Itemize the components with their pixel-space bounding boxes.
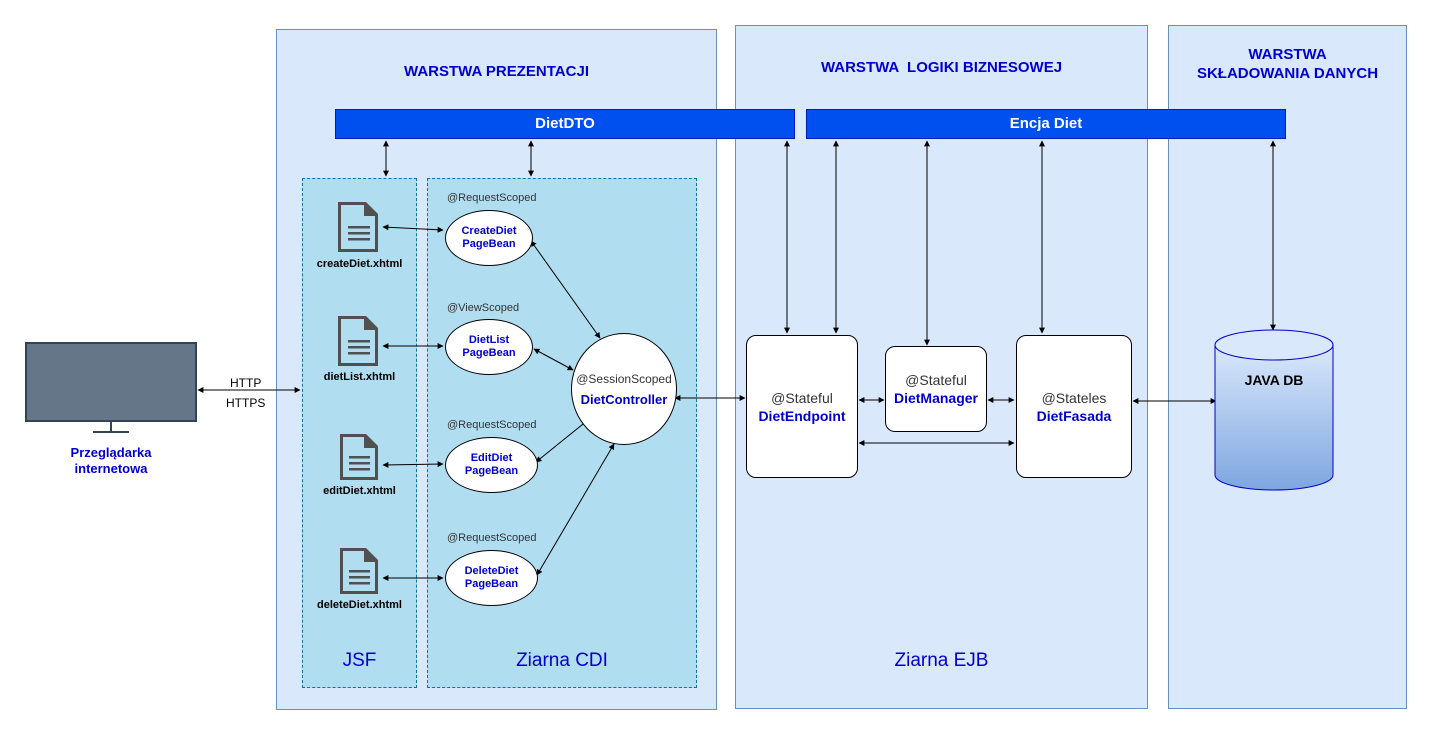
database-cylinder xyxy=(1214,329,1334,491)
diet-fasada: @Stateles DietFasada xyxy=(1016,335,1132,478)
bean-scope-label: @ViewScoped xyxy=(447,302,520,314)
bean-name-line2: PageBean xyxy=(464,578,519,590)
ejb-scope: @Stateful xyxy=(771,389,833,406)
diet-controller: @SessionScoped DietController xyxy=(571,333,677,445)
browser-label-line2: internetowa xyxy=(74,461,148,476)
jsf-label: JSF xyxy=(342,650,377,671)
bean-name-line2: PageBean xyxy=(462,347,516,359)
jsf-page-label: deleteDiet.xhtml xyxy=(317,599,402,611)
ejb-label: Ziarna EJB xyxy=(894,650,989,671)
cdi-label: Ziarna CDI xyxy=(516,650,608,671)
bean-name-line1: DietList xyxy=(468,334,510,346)
diet-manager: @Stateful DietManager xyxy=(885,346,987,432)
document-icon xyxy=(338,316,378,366)
controller-scope: @SessionScoped xyxy=(576,371,672,386)
diet-endpoint: @Stateful DietEndpoint xyxy=(746,335,858,478)
browser-label-line1: Przeglądarka xyxy=(70,445,152,460)
ejb-name: DietFasada xyxy=(1036,407,1112,424)
storage-layer-title-line2: SKŁADOWANIA DANYCH xyxy=(1196,65,1379,82)
bean-name-line1: CreateDiet xyxy=(461,225,517,237)
jsf-page-label: dietList.xhtml xyxy=(323,371,396,383)
bean-scope-label: @RequestScoped xyxy=(447,419,537,431)
business-layer-title: WARSTWA LOGIKI BIZNESOWEJ xyxy=(820,59,1063,76)
storage-layer-title-line1: WARSTWA xyxy=(1248,46,1327,63)
diet-dto-bar: DietDTO xyxy=(335,109,795,139)
http-label: HTTP xyxy=(230,376,262,390)
jsf-page-label: createDiet.xhtml xyxy=(316,258,403,270)
bean-name-line2: PageBean xyxy=(462,238,516,250)
diet-list-page-bean: DietList PageBean xyxy=(445,319,533,375)
bean-scope-label: @RequestScoped xyxy=(447,532,537,544)
document-icon xyxy=(340,548,378,594)
ejb-scope: @Stateful xyxy=(905,372,967,388)
presentation-layer-title: WARSTWA PREZENTACJI xyxy=(403,63,589,80)
ejb-name: DietEndpoint xyxy=(758,407,846,424)
jsf-page-label: editDiet.xhtml xyxy=(323,485,396,497)
document-icon xyxy=(340,434,378,480)
ejb-scope: @Stateles xyxy=(1041,389,1107,406)
jsf-panel xyxy=(302,178,417,688)
bean-scope-label: @RequestScoped xyxy=(447,192,537,204)
document-icon xyxy=(338,202,378,252)
delete-diet-page-bean: DeleteDiet PageBean xyxy=(445,550,538,606)
https-label: HTTPS xyxy=(226,396,266,410)
diet-entity-bar: Encja Diet xyxy=(806,109,1286,139)
edit-diet-page-bean: EditDiet PageBean xyxy=(445,437,538,493)
bean-name-line1: DeleteDiet xyxy=(464,565,519,577)
controller-name: DietController xyxy=(580,391,668,407)
monitor-icon xyxy=(25,342,197,422)
bean-name-line2: PageBean xyxy=(464,465,519,477)
ejb-name: DietManager xyxy=(893,390,979,406)
bean-name-line1: EditDiet xyxy=(470,452,513,464)
create-diet-page-bean: CreateDiet PageBean xyxy=(445,210,533,266)
database-label: JAVA DB xyxy=(1244,372,1304,388)
